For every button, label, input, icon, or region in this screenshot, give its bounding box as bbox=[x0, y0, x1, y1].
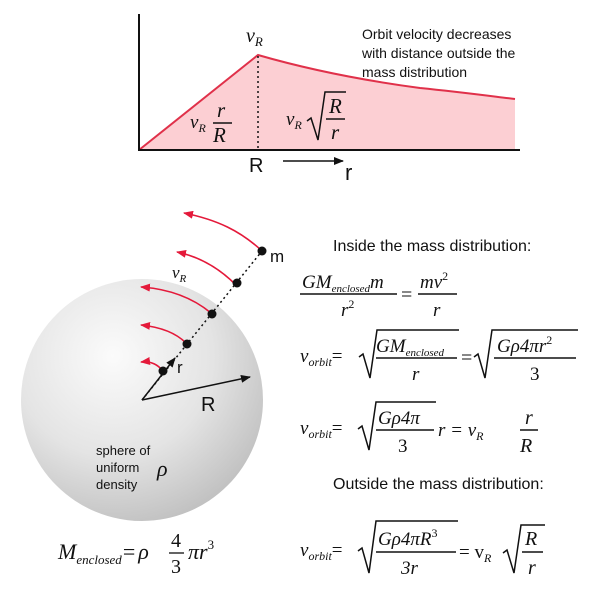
density-rho-symbol: ρ bbox=[156, 456, 168, 481]
svg-text:Menclosed=ρ: Menclosed=ρ bbox=[57, 539, 149, 567]
svg-text:Gρ4πR3: Gρ4πR3 bbox=[378, 526, 437, 550]
svg-text:3: 3 bbox=[398, 436, 408, 457]
inside-eq1: GMenclosedm r2 = mv2 r bbox=[300, 269, 457, 321]
svg-text:r: r bbox=[412, 364, 420, 385]
svg-text:4: 4 bbox=[171, 530, 181, 552]
radius-R-arrow bbox=[141, 374, 251, 401]
svg-text:r: r bbox=[528, 557, 536, 579]
velocity-curve bbox=[138, 53, 516, 151]
svg-text:=: = bbox=[461, 347, 472, 369]
svg-text:vR: vR bbox=[286, 109, 302, 132]
svg-text:vorbit=: vorbit= bbox=[300, 540, 343, 563]
svg-text:R: R bbox=[524, 528, 537, 550]
svg-text:3: 3 bbox=[530, 364, 540, 385]
svg-text:Gρ4π: Gρ4π bbox=[378, 408, 420, 429]
svg-text:r: r bbox=[331, 120, 340, 144]
svg-text:R: R bbox=[519, 435, 532, 457]
svg-text:r: r bbox=[433, 300, 441, 321]
uniform-sphere-diagram: m vR r R sphere of uniform density ρ bbox=[21, 210, 284, 521]
velocity-arrow-4 bbox=[140, 321, 187, 344]
x-axis-r-label: r bbox=[345, 160, 352, 185]
svg-text:R: R bbox=[212, 123, 226, 147]
svg-text:r: r bbox=[217, 98, 226, 122]
peak-label: vR bbox=[246, 25, 263, 49]
svg-text:3: 3 bbox=[171, 556, 181, 578]
inside-equations: Inside the mass distribution: GMenclosed… bbox=[300, 238, 578, 457]
svg-text:Gρ4πr2: Gρ4πr2 bbox=[497, 333, 552, 357]
svg-text:=: = bbox=[401, 284, 412, 306]
svg-text:GMenclosedm: GMenclosedm bbox=[302, 272, 384, 295]
svg-text:vR: vR bbox=[190, 112, 206, 135]
x-tick-R-label: R bbox=[249, 155, 263, 177]
svg-text:r = vR: r = vR bbox=[438, 420, 484, 443]
sphere-density-text: sphere of uniform density bbox=[96, 443, 154, 492]
big-R-label: R bbox=[201, 394, 215, 416]
svg-text:= vR: = vR bbox=[459, 542, 492, 565]
svg-text:vorbit=: vorbit= bbox=[300, 418, 343, 441]
svg-text:vorbit=: vorbit= bbox=[300, 346, 343, 369]
svg-text:r2: r2 bbox=[341, 297, 354, 321]
enclosed-mass-equation: Menclosed=ρ 4 3 πr3 bbox=[57, 530, 214, 578]
orbit-masses bbox=[158, 246, 267, 376]
velocity-arrow-1 bbox=[183, 210, 262, 251]
svg-text:R: R bbox=[328, 94, 342, 118]
svg-text:mv2: mv2 bbox=[420, 269, 448, 293]
small-r-label: r bbox=[177, 358, 183, 377]
inside-heading: Inside the mass distribution: bbox=[333, 238, 531, 255]
inside-eq2: vorbit= GMenclosed r = Gρ4πr2 3 bbox=[300, 329, 578, 385]
outside-equations: Outside the mass distribution: vorbit= G… bbox=[300, 476, 545, 579]
svg-text:πr3: πr3 bbox=[188, 537, 214, 564]
graph-fill bbox=[139, 55, 515, 150]
velocity-arrow-3 bbox=[140, 283, 212, 314]
outside-heading: Outside the mass distribution: bbox=[333, 476, 544, 493]
velocity-graph: vR Orbit velocity decreases with distanc… bbox=[138, 14, 520, 185]
svg-text:3r: 3r bbox=[400, 558, 419, 579]
inside-eq3: vorbit= Gρ4π 3 r = vR r R bbox=[300, 401, 538, 457]
radius-r-arrow bbox=[141, 357, 176, 401]
mass-m-label: m bbox=[270, 247, 284, 266]
svg-text:GMenclosed: GMenclosed bbox=[376, 336, 445, 359]
sphere-velocity-label: vR bbox=[172, 263, 187, 285]
graph-annotation: Orbit velocity decreases with distance o… bbox=[361, 26, 519, 80]
outside-eq: vorbit= Gρ4πR3 3r = vR R r bbox=[300, 520, 545, 579]
velocity-arrow-2 bbox=[176, 249, 237, 286]
inner-velocity-formula: vR r R bbox=[190, 98, 232, 147]
svg-text:r: r bbox=[525, 407, 533, 429]
outer-velocity-formula: vR R r bbox=[286, 91, 346, 144]
